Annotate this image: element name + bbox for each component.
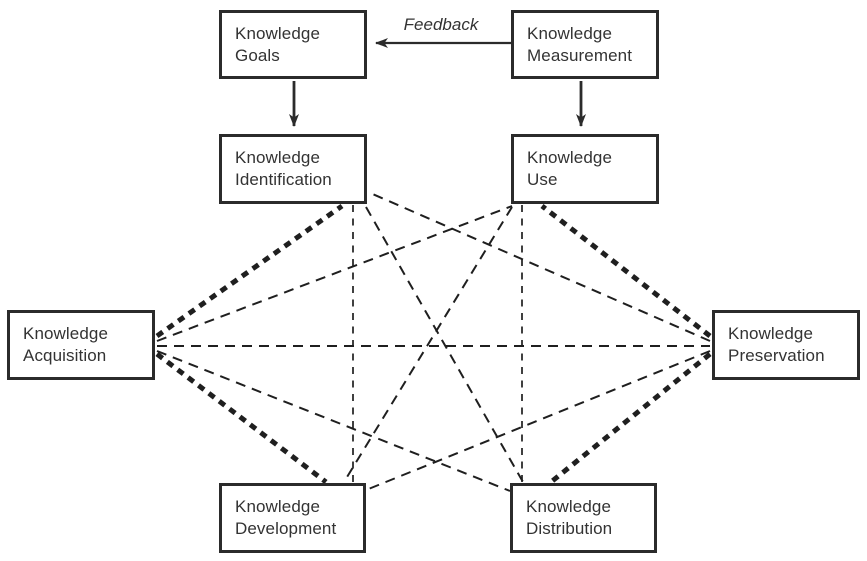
edge-preservation-identification	[367, 191, 711, 342]
node-knowledge-goals: Knowledge Goals	[219, 10, 367, 79]
feedback-label: Feedback	[403, 15, 479, 34]
edge-identification-distribution	[365, 206, 524, 483]
node-label-line2: Acquisition	[23, 346, 107, 365]
node-knowledge-identification: Knowledge Identification	[219, 134, 367, 204]
node-label-line2: Development	[235, 519, 337, 538]
node-knowledge-measurement: Knowledge Measurement	[511, 10, 659, 79]
node-label-line1: Knowledge	[235, 497, 321, 516]
node-label-line2: Distribution	[526, 519, 613, 538]
node-label-line2: Goals	[235, 45, 280, 65]
node-label-line1: Knowledge	[527, 23, 613, 43]
node-knowledge-development: Knowledge Development	[219, 483, 366, 553]
node-label-line2: Preservation	[728, 346, 825, 365]
node-label-line1: Knowledge	[526, 497, 612, 516]
node-label-line2: Use	[527, 170, 558, 189]
node-label-line1: Knowledge	[527, 148, 613, 167]
node-knowledge-use: Knowledge Use	[511, 134, 659, 204]
node-label-line1: Knowledge	[235, 23, 321, 43]
edge-preservation-development	[365, 350, 711, 491]
node-label-line2: Measurement	[527, 45, 633, 65]
node-label-line2: Identification	[235, 170, 332, 189]
edge-acquisition-identification	[155, 203, 344, 339]
edge-acquisition-development	[155, 352, 328, 484]
node-knowledge-preservation: Knowledge Preservation	[712, 310, 860, 380]
edge-acquisition-distribution	[156, 350, 511, 492]
edge-acquisition-use	[156, 205, 513, 342]
edge-use-development	[343, 206, 513, 483]
node-label-line1: Knowledge	[23, 324, 109, 343]
edge-preservation-distribution	[549, 352, 712, 484]
node-label-line1: Knowledge	[235, 148, 321, 167]
node-label-line1: Knowledge	[728, 324, 814, 343]
node-knowledge-acquisition: Knowledge Acquisition	[7, 310, 155, 380]
node-knowledge-distribution: Knowledge Distribution	[510, 483, 657, 553]
edge-preservation-use	[540, 204, 712, 338]
